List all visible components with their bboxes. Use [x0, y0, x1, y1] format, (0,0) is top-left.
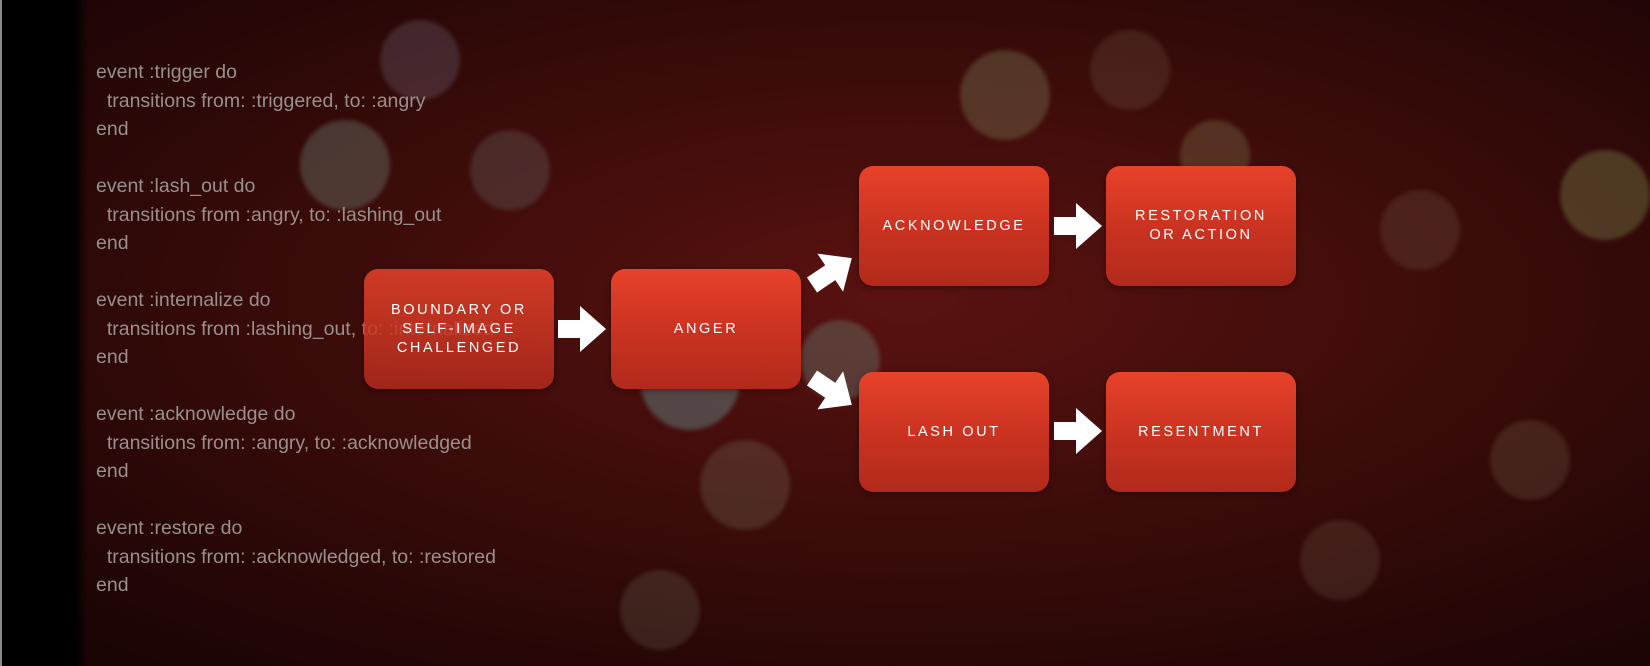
node-lash-out: LASH OUT: [859, 372, 1049, 492]
node-label: LASH OUT: [907, 423, 1001, 440]
node-restoration-or-action: RESTORATION OR ACTION: [1106, 166, 1296, 286]
bokeh-light: [960, 50, 1050, 140]
bokeh-light: [1090, 30, 1170, 110]
code-line: event :restore do: [96, 517, 243, 539]
code-line: end: [96, 346, 129, 368]
arrow-lash-out-to-resentment-icon: [1054, 408, 1102, 454]
code-block-lash-out: event :lash_out do transitions from :ang…: [96, 172, 496, 258]
node-label: BOUNDARY OR SELF-IMAGE CHALLENGED: [390, 301, 528, 356]
code-line: end: [96, 118, 129, 140]
bokeh-light: [1380, 190, 1460, 270]
arrow-acknowledge-to-restoration-icon: [1054, 203, 1102, 249]
bokeh-light: [470, 130, 550, 210]
bokeh-light: [700, 440, 790, 530]
bokeh-light: [620, 570, 700, 650]
bokeh-light: [1300, 520, 1380, 600]
code-line: transitions from: :angry, to: :acknowled…: [96, 431, 472, 454]
arrow-anger-to-acknowledge-icon: [799, 239, 865, 305]
arrow-boundary-to-anger-icon: [558, 306, 606, 352]
code-block-acknowledge: event :acknowledge do transitions from: …: [96, 400, 496, 486]
left-edge-line: [0, 0, 2, 666]
code-line: event :trigger do: [96, 61, 237, 83]
code-line: event :acknowledge do: [96, 403, 296, 425]
node-label: ACKNOWLEDGE: [882, 217, 1026, 234]
code-line: end: [96, 460, 129, 482]
node-resentment: RESENTMENT: [1106, 372, 1296, 492]
bokeh-light: [380, 20, 460, 100]
node-label: ANGER: [673, 320, 739, 337]
code-block-trigger: event :trigger do transitions from: :tri…: [96, 58, 496, 144]
bokeh-light: [300, 120, 390, 210]
code-line: event :internalize do: [96, 289, 271, 311]
node-boundary-challenged: BOUNDARY OR SELF-IMAGE CHALLENGED: [364, 269, 554, 389]
code-line: end: [96, 232, 129, 254]
code-line: end: [96, 574, 129, 596]
code-block-restore: event :restore do transitions from: :ack…: [96, 514, 496, 600]
code-line: transitions from: :triggered, to: :angry: [96, 89, 426, 112]
left-dark-strip: [0, 0, 88, 666]
node-anger: ANGER: [611, 269, 801, 389]
code-line: transitions from :angry, to: :lashing_ou…: [96, 203, 442, 226]
node-label: RESENTMENT: [1138, 423, 1264, 440]
node-label: RESTORATION OR ACTION: [1135, 208, 1267, 243]
node-acknowledge: ACKNOWLEDGE: [859, 166, 1049, 286]
code-line: event :lash_out do: [96, 175, 256, 197]
bokeh-light: [1560, 150, 1650, 240]
bokeh-light: [1490, 420, 1570, 500]
code-line: transitions from: :acknowledged, to: :re…: [96, 545, 496, 568]
